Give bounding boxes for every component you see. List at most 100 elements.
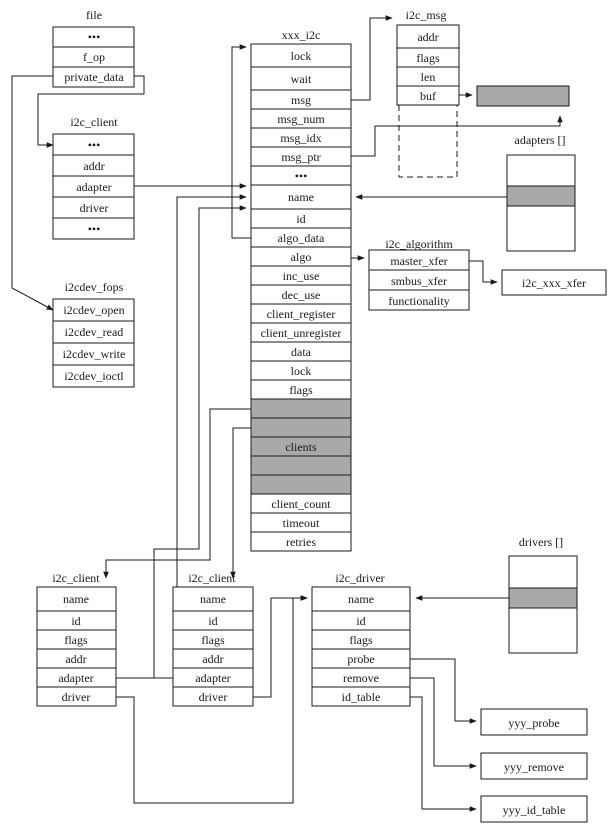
function-yyy-remove: yyy_remove (480, 752, 588, 780)
struct-title-i2c-msg: i2c_msg (406, 8, 447, 22)
struct-i2cdev-fops: i2cdev_fops i2cdev_open i2cdev_read i2cd… (52, 280, 135, 388)
function-box (480, 708, 588, 736)
field-cell (52, 66, 135, 88)
field-label: addr (202, 652, 223, 666)
field-cell (311, 686, 411, 707)
field-label: probe (347, 652, 374, 666)
field-cell (250, 474, 352, 495)
field-label: ••• (88, 222, 101, 236)
field-label: msg (291, 93, 311, 107)
field-label: lock (291, 49, 312, 63)
field-label: flags (289, 383, 313, 397)
field-label: msg_num (277, 112, 325, 126)
field-cell (250, 531, 352, 552)
arrow-adapter-left-to-name (116, 194, 247, 679)
array-cell (508, 555, 578, 589)
field-label: adapter (195, 671, 230, 685)
field-label: name (200, 592, 226, 606)
arrow-driver-left-to-i2c-driver (116, 595, 308, 804)
arrow-probe-to-yyy-probe (410, 658, 477, 724)
field-label: inc_use (283, 269, 320, 283)
field-label: f_op (83, 50, 105, 64)
array-cell (508, 607, 578, 654)
field-cell (52, 364, 135, 388)
function-box (480, 795, 588, 823)
field-label: name (63, 592, 89, 606)
field-label: driver (199, 690, 228, 704)
field-cell (250, 417, 352, 438)
field-label: functionality (388, 294, 449, 308)
field-label: algo_data (278, 231, 325, 245)
field-cell (172, 686, 254, 707)
field-cell (250, 184, 352, 210)
arrow-driver-middle-to-i2c-driver (253, 595, 308, 698)
function-label: yyy_id_table (503, 803, 566, 817)
struct-title-i2c-client: i2c_client (188, 571, 236, 585)
field-label: dec_use (282, 288, 321, 302)
struct-file: file ••• f_op private_data (52, 8, 135, 88)
struct-i2c-algorithm: i2c_algorithm master_xfer smbus_xfer fun… (368, 237, 470, 311)
field-label: private_data (64, 70, 124, 84)
field-label: i2cdev_write (63, 347, 126, 361)
struct-drivers-array: drivers [] (508, 535, 578, 654)
field-label: lock (291, 364, 312, 378)
field-label: timeout (283, 516, 320, 530)
struct-i2c-msg: i2c_msg addr flags len buf (396, 8, 460, 178)
field-label: driver (80, 201, 109, 215)
field-label: addr (65, 652, 86, 666)
struct-title-i2cdev-fops: i2cdev_fops (65, 280, 124, 294)
struct-title-drivers: drivers [] (519, 535, 563, 549)
arrow-remove-to-yyy-remove (410, 677, 477, 769)
struct-adapters-array: adapters [] (506, 133, 576, 252)
arrow-algo-data-to-xxx-i2c-top (231, 44, 251, 239)
function-box (480, 752, 588, 780)
field-label: retries (286, 535, 316, 549)
field-label: remove (343, 671, 379, 685)
field-label: flags (201, 633, 225, 647)
field-label: flags (416, 51, 440, 65)
field-label: id (208, 614, 217, 628)
field-label: wait (291, 72, 312, 86)
field-label: flags (349, 633, 373, 647)
field-cell (250, 398, 352, 419)
connectors (11, 15, 563, 812)
field-label: addr (417, 30, 438, 44)
arrow-clients-to-left-client (103, 408, 251, 579)
field-label: ••• (88, 30, 101, 44)
field-label: addr (83, 159, 104, 173)
field-label: id (356, 614, 365, 628)
array-cell (506, 154, 576, 187)
field-label: i2cdev_read (65, 325, 124, 339)
arrow-master-xfer-to-i2c-xxx-xfer (469, 260, 498, 285)
field-cell (368, 289, 470, 311)
field-cell (36, 586, 117, 612)
struct-xxx-i2c: xxx_i2c lock wait msg msg_num msg_idx ms… (250, 28, 352, 552)
field-label: name (288, 190, 314, 204)
field-label: algo (291, 250, 312, 264)
arrow-id-table-to-yyy-id-table (410, 696, 477, 812)
field-label: id_table (342, 690, 381, 704)
struct-title-i2c-algorithm: i2c_algorithm (385, 237, 453, 251)
field-label: adapter (76, 180, 111, 194)
field-cell (36, 686, 117, 707)
function-box (501, 269, 607, 296)
function-label: yyy_probe (508, 716, 559, 730)
array-cell (506, 205, 576, 252)
field-label: i2cdev_open (63, 303, 124, 317)
field-label: driver (62, 690, 91, 704)
field-cell (52, 217, 135, 240)
struct-title-xxx-i2c: xxx_i2c (282, 28, 321, 42)
array-cell (506, 185, 576, 207)
field-label: client_unregister (261, 326, 342, 340)
function-label: i2c_xxx_xfer (522, 276, 586, 290)
field-label: msg_ptr (281, 150, 320, 164)
field-label: name (348, 592, 374, 606)
function-i2c-xxx-xfer: i2c_xxx_xfer (501, 269, 607, 296)
struct-title-adapters: adapters [] (515, 133, 566, 147)
struct-title-i2c-driver: i2c_driver (335, 571, 384, 585)
field-label: len (421, 70, 436, 84)
field-label: id (296, 212, 305, 226)
struct-title-file: file (86, 8, 102, 22)
arrow-msg-ptr-to-buf (351, 115, 563, 157)
field-cell (396, 85, 460, 106)
